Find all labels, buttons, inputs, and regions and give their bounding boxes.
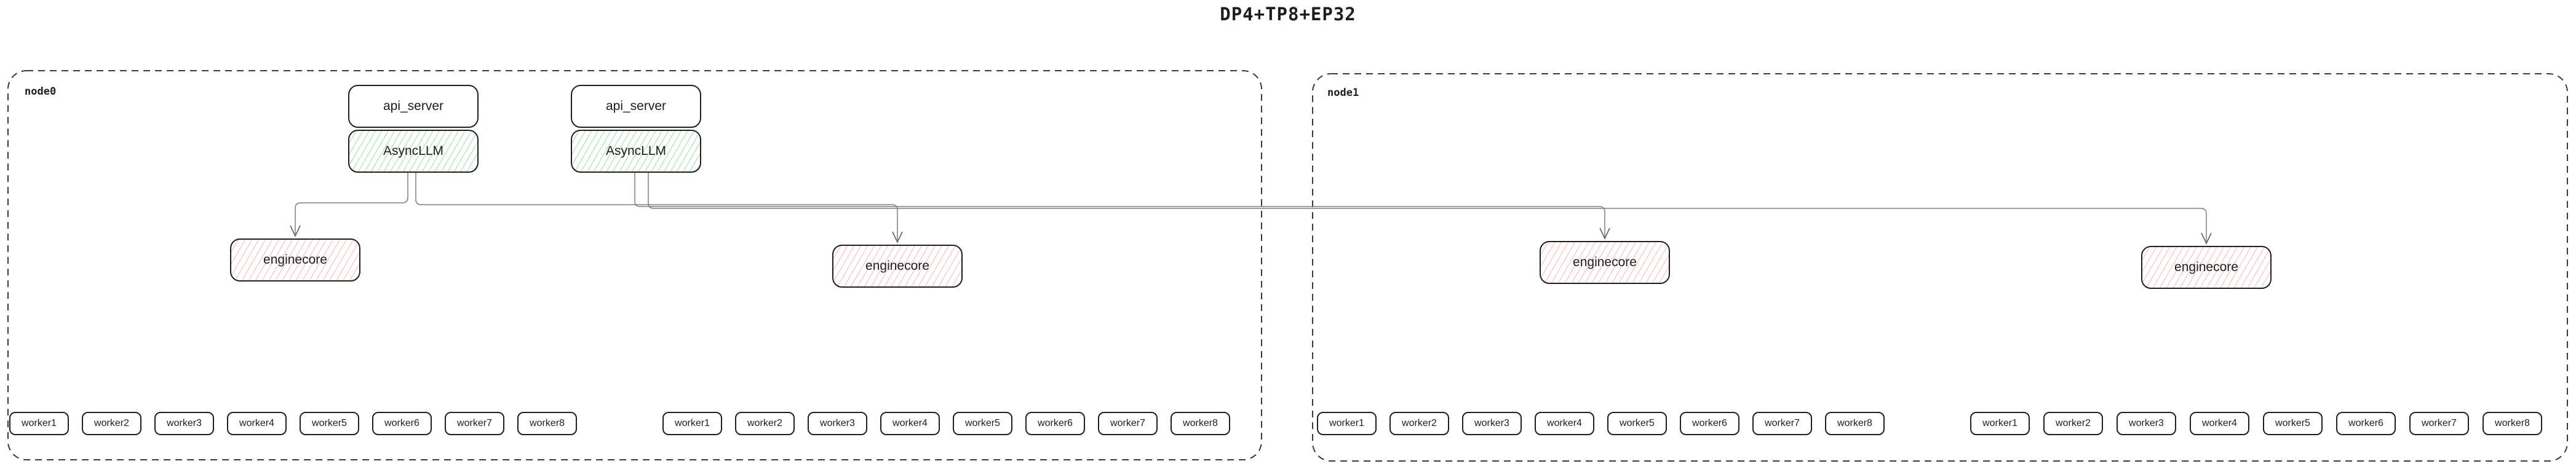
worker-box: worker7 — [2409, 412, 2469, 435]
worker-box: worker7 — [1098, 412, 1158, 435]
diagram-title: DP4+TP8+EP32 — [1220, 4, 1356, 25]
worker-box: worker2 — [2043, 412, 2103, 435]
worker-box: worker8 — [517, 412, 577, 435]
worker-box: worker6 — [1025, 412, 1085, 435]
worker-box: worker3 — [154, 412, 214, 435]
worker-box: worker2 — [82, 412, 141, 435]
worker-box: worker8 — [1825, 412, 1885, 435]
worker-box: worker2 — [1389, 412, 1449, 435]
arrowhead-enginecore4 — [2201, 232, 2212, 245]
node0-label: node0 — [25, 85, 57, 98]
worker-box: worker5 — [1607, 412, 1667, 435]
worker-box: worker7 — [1752, 412, 1812, 435]
asyncllm-box-2: AsyncLLM — [571, 130, 701, 173]
api-server-box-2: api_server — [571, 85, 701, 128]
asyncllm-box-1: AsyncLLM — [348, 130, 479, 173]
worker-box: worker3 — [2117, 412, 2176, 435]
worker-box: worker7 — [445, 412, 504, 435]
worker-box: worker6 — [1680, 412, 1739, 435]
worker-box: worker1 — [1970, 412, 2030, 435]
node1-container — [1312, 73, 2568, 462]
worker-box: worker2 — [735, 412, 795, 435]
node0-container — [7, 70, 1262, 460]
enginecore-box-1: enginecore — [230, 238, 360, 282]
worker-box: worker3 — [808, 412, 867, 435]
enginecore-box-3: enginecore — [1540, 241, 1670, 284]
worker-box: worker8 — [2483, 412, 2542, 435]
worker-box: worker4 — [880, 412, 940, 435]
arrowhead-enginecore1 — [290, 225, 301, 237]
enginecore-box-2: enginecore — [832, 245, 963, 288]
worker-box: worker6 — [2336, 412, 2396, 435]
worker-box: worker3 — [1462, 412, 1522, 435]
enginecore-box-4: enginecore — [2141, 246, 2272, 289]
worker-group-node1-a: worker1 worker2 worker3 worker4 worker5 … — [1317, 412, 1885, 435]
arrowhead-enginecore3 — [1599, 227, 1610, 240]
worker-box: worker8 — [1171, 412, 1230, 435]
connector-asyncllm2-enginecore3 — [634, 173, 1605, 237]
arrowhead-enginecore2 — [892, 231, 903, 243]
worker-box: worker5 — [953, 412, 1012, 435]
worker-box: worker5 — [300, 412, 359, 435]
worker-box: worker4 — [227, 412, 287, 435]
api-server-box-1: api_server — [348, 85, 479, 128]
node1-label: node1 — [1327, 87, 1359, 99]
worker-box: worker1 — [9, 412, 69, 435]
worker-box: worker4 — [1535, 412, 1594, 435]
worker-box: worker1 — [1317, 412, 1377, 435]
worker-box: worker5 — [2263, 412, 2323, 435]
worker-box: worker1 — [662, 412, 722, 435]
connector-asyncllm2-enginecore4 — [648, 173, 2207, 242]
worker-group-node0-b: worker1 worker2 worker3 worker4 worker5 … — [662, 412, 1230, 435]
connector-asyncllm1-enginecore1 — [295, 173, 408, 234]
worker-box: worker4 — [2190, 412, 2249, 435]
worker-group-node0-a: worker1 worker2 worker3 worker4 worker5 … — [9, 412, 577, 435]
worker-box: worker6 — [372, 412, 432, 435]
worker-group-node1-b: worker1 worker2 worker3 worker4 worker5 … — [1970, 412, 2542, 435]
